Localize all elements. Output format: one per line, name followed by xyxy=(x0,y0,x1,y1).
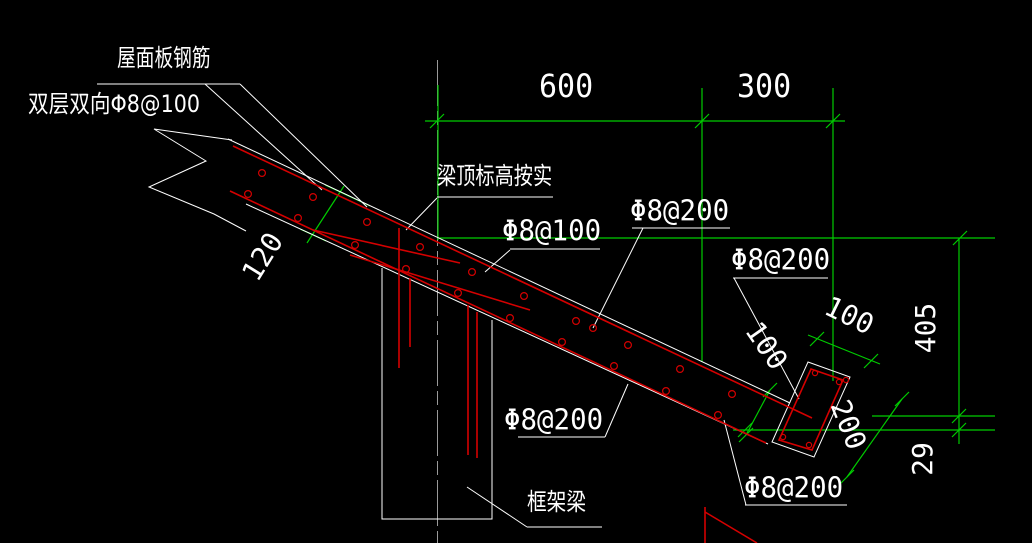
roof-rebar-note-line1: 屋面板钢筋 xyxy=(117,44,211,72)
concrete-outline xyxy=(147,128,851,520)
slab-distribution-rebar-label: Φ8@200 xyxy=(630,193,730,228)
lower-detail-slope xyxy=(704,511,758,543)
dimension-600: 600 xyxy=(539,67,594,106)
dimension-300: 300 xyxy=(737,67,792,106)
eave-block-outline xyxy=(771,361,851,458)
rebar-lines xyxy=(229,145,845,543)
slab-top-rebar xyxy=(232,145,813,419)
frame-beam-note: 框架梁 xyxy=(527,488,587,516)
break-line xyxy=(147,128,247,232)
slab-bottom-rebar-label: Φ8@200 xyxy=(504,402,604,437)
slab-bottom-edge xyxy=(245,203,769,445)
eave-outer-rebar-label: Φ8@200 xyxy=(731,242,831,277)
frame-beam-outline xyxy=(381,268,493,520)
eave-stirrup xyxy=(777,368,845,451)
bent-bar-2 xyxy=(349,254,531,311)
bent-bar-1 xyxy=(312,229,461,264)
roof-rebar-note-line2: 双层双向Φ8@100 xyxy=(28,90,200,118)
beam-top-elevation-note: 梁顶标高按实 xyxy=(437,162,553,190)
annotation-leaders xyxy=(97,83,847,528)
slab-bottom-rebar xyxy=(229,190,767,444)
slab-top-rebar-label: Φ8@100 xyxy=(502,213,602,248)
slab-top-edge xyxy=(227,138,791,404)
dimension-lines xyxy=(299,85,995,485)
rebar-section-dots xyxy=(244,169,850,449)
eave-inner-rebar-label: Φ8@200 xyxy=(744,470,844,505)
